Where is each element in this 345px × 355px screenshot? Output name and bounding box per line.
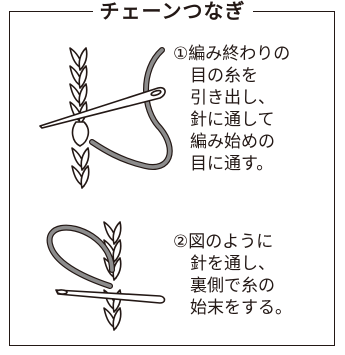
- figure-2: [46, 221, 166, 331]
- needle-2: [55, 289, 166, 304]
- figure-1: [39, 47, 173, 189]
- needle-1: [39, 86, 166, 129]
- chain-lower-1: [71, 147, 90, 189]
- loop-end-1: [71, 121, 90, 147]
- step-2-text: ②図のように 針を通し、 裏側で糸の 始末をする。: [173, 232, 292, 318]
- step-1-text: ①編み終わりの 目の糸を 引き出し、 針に通して 編み始めの 目に通す。: [173, 44, 291, 174]
- title-text: チェーンつなぎ: [92, 0, 253, 23]
- diagram-title: チェーンつなぎ: [0, 0, 345, 23]
